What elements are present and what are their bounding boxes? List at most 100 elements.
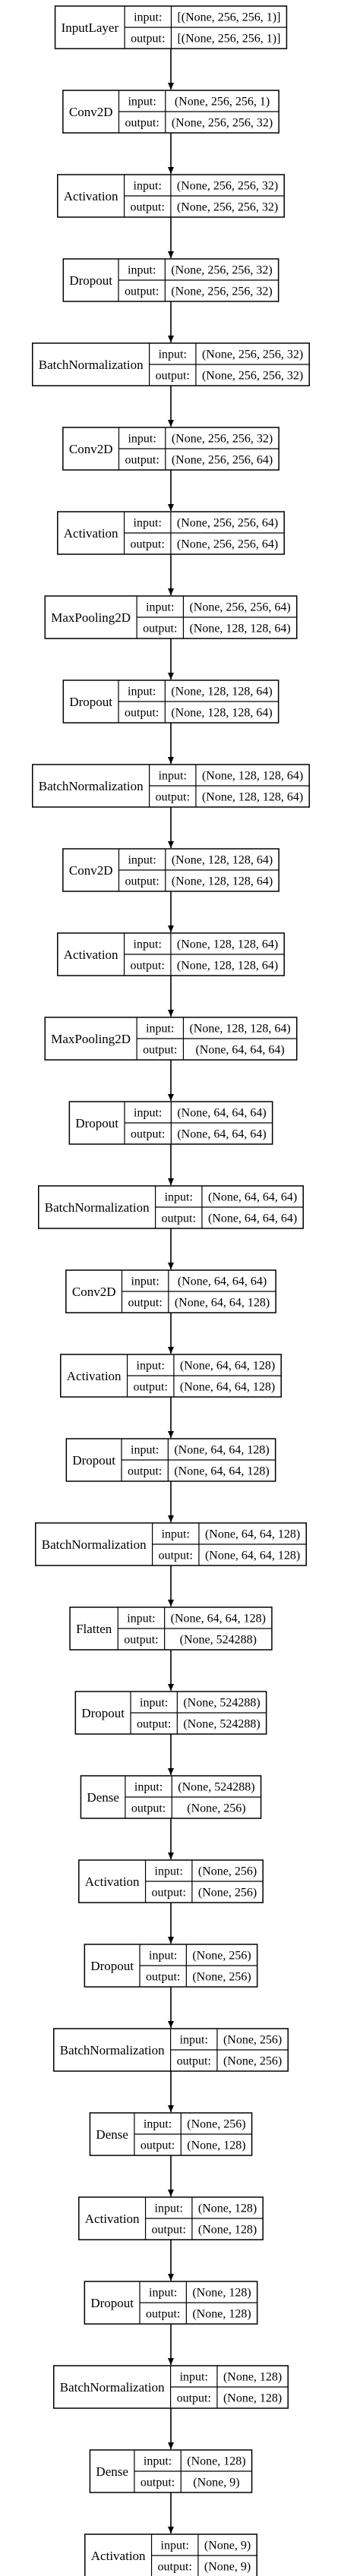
input-shape: (None, 9) — [204, 2540, 251, 2552]
output-label: output: — [131, 1802, 166, 1815]
input-label: input: — [149, 2287, 177, 2300]
output-shape: (None, 128, 128, 64) — [172, 875, 273, 888]
output-label: output: — [131, 201, 165, 214]
input-shape: (None, 128, 128, 64) — [172, 854, 273, 867]
layer-node: Dropout input: output: (None, 256, 256, 32)… — [62, 258, 279, 302]
output-label: output: — [152, 2224, 186, 2237]
input-label: input: — [128, 433, 156, 446]
input-shape: (None, 128, 128, 64) — [202, 770, 303, 783]
input-label: input: — [140, 1697, 168, 1710]
output-label: output: — [125, 285, 159, 298]
output-shape: [(None, 256, 256, 1)] — [177, 33, 280, 46]
input-label: input: — [128, 854, 156, 867]
output-label: output: — [146, 1971, 180, 1984]
output-label: output: — [158, 2561, 192, 2574]
input-label: input: — [128, 96, 156, 109]
input-shape: (None, 128) — [187, 2455, 245, 2468]
input-shape: (None, 524288) — [183, 1697, 260, 1710]
layer-name: Activation — [64, 947, 118, 962]
output-shape: (None, 64, 64, 64) — [177, 1128, 266, 1141]
output-shape: (None, 128) — [223, 2392, 282, 2405]
output-label: output: — [159, 1550, 193, 1562]
output-shape: (None, 64, 64, 64) — [208, 1212, 297, 1225]
layer-name: BatchNormalization — [60, 2380, 165, 2395]
output-shape: (None, 9) — [204, 2561, 251, 2574]
layer-node: BatchNormalization input: output: (None, 12… — [53, 2365, 289, 2409]
layer-name: Dense — [96, 2127, 128, 2142]
input-label: input: — [162, 1528, 190, 1541]
input-label: input: — [159, 770, 187, 783]
output-shape: (None, 256) — [192, 1971, 251, 1984]
output-shape: (None, 256, 256, 32) — [202, 370, 303, 383]
layer-name: Conv2D — [72, 1285, 116, 1299]
layer-name: Dropout — [81, 1706, 125, 1720]
output-shape: (None, 256, 256, 32) — [171, 285, 272, 298]
output-shape: (None, 128) — [187, 2139, 245, 2152]
input-shape: (None, 64, 64, 64) — [178, 1275, 267, 1288]
layer-name: Activation — [67, 1369, 122, 1383]
layer-name: BatchNormalization — [39, 358, 144, 372]
layer-name: Flatten — [76, 1622, 112, 1636]
input-shape: (None, 256) — [198, 1865, 257, 1878]
output-shape: (None, 524288) — [180, 1634, 257, 1647]
input-label: input: — [155, 2202, 183, 2215]
output-label: output: — [177, 2392, 211, 2405]
output-shape: (None, 128, 128, 64) — [189, 623, 290, 635]
output-label: output: — [125, 875, 159, 888]
output-shape: (None, 128, 128, 64) — [202, 791, 303, 804]
output-shape: (None, 64, 64, 128) — [175, 1297, 270, 1310]
layer-name: BatchNormalization — [60, 2043, 165, 2057]
input-shape: (None, 64, 64, 128) — [205, 1528, 300, 1541]
output-shape: (None, 256, 256, 64) — [177, 538, 278, 551]
input-label: input: — [144, 2455, 172, 2468]
output-label: output: — [128, 1465, 162, 1478]
input-shape: (None, 128, 128, 64) — [177, 938, 278, 951]
input-label: input: — [144, 2118, 172, 2131]
output-shape: (None, 256) — [223, 2055, 282, 2068]
output-label: output: — [177, 2055, 211, 2068]
input-shape: (None, 128) — [192, 2287, 251, 2300]
output-label: output: — [125, 117, 159, 130]
output-label: output: — [131, 1128, 165, 1141]
input-shape: (None, 128, 128, 64) — [171, 686, 272, 698]
output-label: output: — [124, 1634, 158, 1647]
layer-name: Dense — [96, 2464, 128, 2479]
input-label: input: — [134, 517, 162, 530]
layer-name: Dropout — [90, 2296, 134, 2310]
layer-name: Dropout — [69, 273, 112, 288]
input-label: input: — [134, 1781, 163, 1794]
output-shape: (None, 128) — [198, 2224, 257, 2237]
input-shape: (None, 256, 256, 64) — [177, 517, 278, 530]
input-label: input: — [134, 1107, 162, 1120]
input-label: input: — [128, 264, 156, 277]
input-label: input: — [134, 938, 162, 951]
output-shape: (None, 64, 64, 128) — [180, 1381, 275, 1394]
layer-name: Dropout — [69, 695, 112, 709]
output-label: output: — [156, 791, 190, 804]
output-shape: (None, 9) — [193, 2477, 239, 2489]
input-label: input: — [161, 2540, 189, 2552]
input-label: input: — [165, 1191, 193, 1204]
output-shape: (None, 256, 256, 32) — [177, 201, 278, 214]
layer-node: Activation input: output: (None, 128, 128, … — [57, 932, 285, 976]
input-label: input: — [180, 2371, 208, 2384]
input-label: input: — [146, 601, 174, 614]
output-label: output: — [131, 960, 165, 973]
